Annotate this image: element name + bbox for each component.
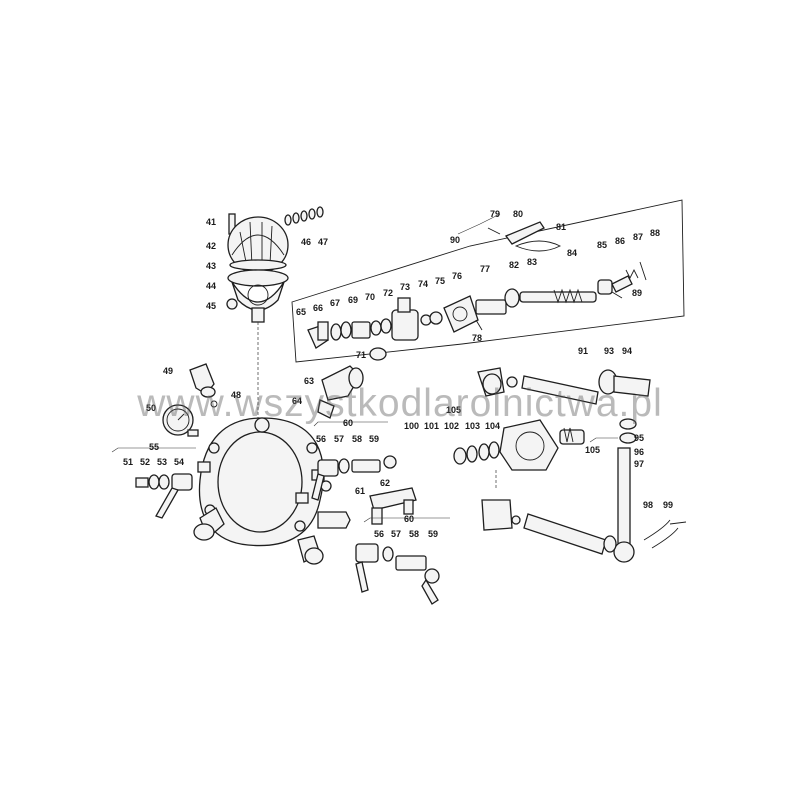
distributor-ring (193, 417, 332, 565)
label-99: 99 (663, 500, 673, 510)
label-65: 65 (296, 307, 306, 317)
label-102: 102 (444, 421, 459, 431)
part-labels: 41 42 43 44 45 46 47 48 49 50 51 52 53 5… (123, 209, 673, 539)
label-94: 94 (622, 346, 632, 356)
label-82: 82 (509, 260, 519, 270)
label-77: 77 (480, 264, 490, 274)
label-90: 90 (450, 235, 460, 245)
label-50: 50 (146, 403, 156, 413)
label-100: 100 (404, 421, 419, 431)
label-67: 67 (330, 298, 340, 308)
valve-group-upper-56-60 (311, 421, 397, 501)
label-73: 73 (400, 282, 410, 292)
label-93: 93 (604, 346, 614, 356)
elbow-63 (317, 365, 364, 419)
elbow-49 (189, 363, 218, 408)
label-74: 74 (418, 279, 428, 289)
label-58-lower: 58 (409, 529, 419, 539)
valve-group-51-55 (111, 447, 196, 519)
label-51: 51 (123, 457, 133, 467)
label-69: 69 (348, 295, 358, 305)
label-58: 58 (352, 434, 362, 444)
label-64: 64 (292, 396, 302, 406)
dome-assembly (226, 206, 324, 418)
label-78: 78 (472, 333, 482, 343)
label-85: 85 (597, 240, 607, 250)
label-57: 57 (334, 434, 344, 444)
label-87: 87 (633, 232, 643, 242)
label-49: 49 (163, 366, 173, 376)
pressure-gauge-50 (162, 404, 199, 437)
label-79: 79 (490, 209, 500, 219)
label-44: 44 (206, 281, 216, 291)
label-42: 42 (206, 241, 216, 251)
label-48: 48 (231, 390, 241, 400)
label-56-lower: 56 (374, 529, 384, 539)
label-86: 86 (615, 236, 625, 246)
label-101: 101 (424, 421, 439, 431)
label-71: 71 (356, 350, 366, 360)
label-91: 91 (578, 346, 588, 356)
label-60: 60 (343, 418, 353, 428)
label-81: 81 (556, 222, 566, 232)
tee-61-62 (317, 487, 417, 529)
label-97: 97 (634, 459, 644, 469)
label-45: 45 (206, 301, 216, 311)
label-63: 63 (304, 376, 314, 386)
label-46: 46 (301, 237, 311, 247)
label-76: 76 (452, 271, 462, 281)
control-unit-65-90 (291, 199, 685, 363)
label-105-right: 105 (585, 445, 600, 455)
label-104: 104 (485, 421, 500, 431)
label-56: 56 (316, 434, 326, 444)
label-88: 88 (650, 228, 660, 238)
label-59-lower: 59 (428, 529, 438, 539)
label-41: 41 (206, 217, 216, 227)
label-47: 47 (318, 237, 328, 247)
label-103: 103 (465, 421, 480, 431)
label-53: 53 (157, 457, 167, 467)
label-72: 72 (383, 288, 393, 298)
label-89: 89 (632, 288, 642, 298)
label-43: 43 (206, 261, 216, 271)
label-75: 75 (435, 276, 445, 286)
label-52: 52 (140, 457, 150, 467)
valve-group-lower-56-60 (355, 517, 450, 605)
label-98: 98 (643, 500, 653, 510)
label-59: 59 (369, 434, 379, 444)
label-95: 95 (634, 433, 644, 443)
label-66: 66 (313, 303, 323, 313)
label-62: 62 (380, 478, 390, 488)
label-57-lower: 57 (391, 529, 401, 539)
label-83: 83 (527, 257, 537, 267)
label-84: 84 (567, 248, 577, 258)
small-fittings-46-47 (284, 206, 324, 226)
label-60-lower: 60 (404, 514, 414, 524)
label-70: 70 (365, 292, 375, 302)
label-96: 96 (634, 447, 644, 457)
label-61: 61 (355, 486, 365, 496)
pipe-assembly-91-105 (453, 367, 687, 563)
label-54: 54 (174, 457, 184, 467)
label-80: 80 (513, 209, 523, 219)
label-55: 55 (149, 442, 159, 452)
label-105: 105 (446, 405, 461, 415)
